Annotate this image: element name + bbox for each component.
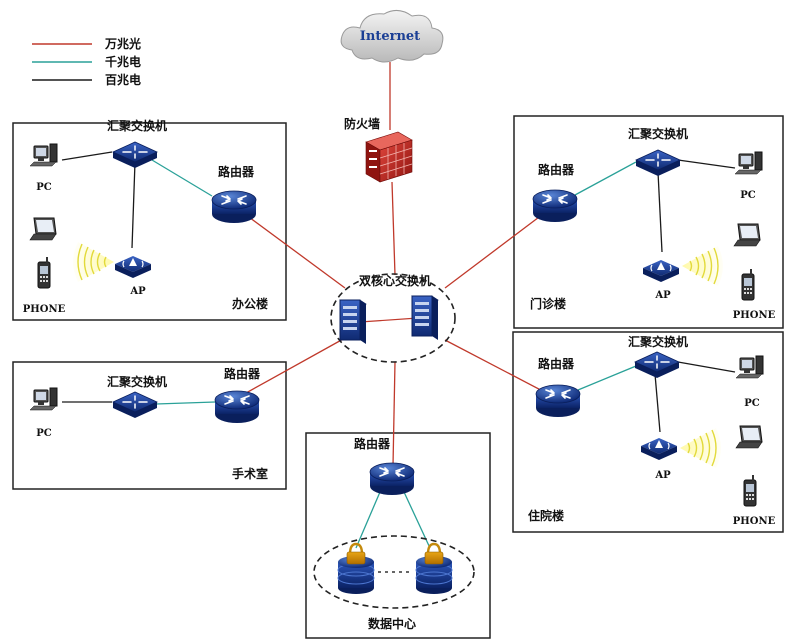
switch-icon — [635, 149, 681, 177]
pc-icon — [734, 151, 763, 175]
switch-icon — [112, 391, 158, 419]
inpatient-area-label: 住院楼 — [528, 508, 564, 523]
link-core-outpatient-router — [444, 204, 556, 289]
data-center: 路由器 数据中心 — [313, 436, 475, 631]
office-area-label: 办公楼 — [232, 296, 268, 311]
inpatient-building: 汇聚交换机 路由器 PC AP PHONE 住院楼 — [528, 334, 776, 527]
server-icon — [411, 295, 439, 341]
legend-label-10g-fiber: 万兆光 — [104, 36, 141, 51]
cloud-icon — [340, 10, 444, 63]
outpatient-pc-label: PC — [740, 190, 756, 201]
link-firewall-core — [391, 181, 396, 276]
link-inpatient-switch-pc — [677, 361, 736, 373]
switch-icon — [634, 351, 680, 379]
office-router-label: 路由器 — [218, 164, 255, 179]
internet-cloud: Internet — [340, 10, 444, 63]
office-phone-label: PHONE — [23, 304, 66, 315]
legend-label-1g-copper: 千兆电 — [105, 54, 141, 69]
link-core-surgery-router — [236, 337, 346, 399]
ap-icon — [640, 437, 678, 461]
phone-icon — [741, 268, 755, 301]
outpatient-router-label: 路由器 — [538, 162, 575, 177]
firewall-icon — [365, 131, 413, 183]
link-office-switch-router — [151, 159, 213, 197]
laptop-icon — [735, 425, 763, 449]
inpatient-ap-label: AP — [654, 470, 671, 481]
router-icon — [214, 390, 260, 424]
inpatient-phone-label: PHONE — [733, 516, 776, 527]
wireless-waves-icon — [681, 245, 724, 287]
laptop-icon — [733, 223, 761, 247]
surgery-router-label: 路由器 — [224, 366, 261, 381]
outpatient-building-box — [513, 115, 784, 329]
link-datacenter-router-db-left — [355, 491, 381, 549]
router-icon — [535, 384, 581, 418]
phone-icon — [743, 474, 757, 507]
ap-icon — [114, 255, 152, 279]
link-core-datacenter-router — [392, 361, 396, 467]
ap-icon — [642, 259, 680, 283]
outpatient-ap-label: AP — [654, 290, 671, 301]
surgery-area-label: 手术室 — [232, 466, 268, 481]
link-outpatient-switch-ap — [657, 171, 663, 253]
outpatient-building: 汇聚交换机 路由器 PC AP PHONE 门诊楼 — [530, 126, 776, 321]
link-core-office-router — [233, 205, 346, 289]
outpatient-area-label: 门诊楼 — [530, 296, 566, 311]
link-office-pc-switch — [61, 151, 113, 161]
office-agg-switch-label: 汇聚交换机 — [107, 118, 167, 133]
core-switch-group: 双核心交换机 — [330, 273, 456, 363]
data-center-box — [305, 432, 491, 639]
link-surgery-switch-router — [155, 401, 216, 405]
firewall-label: 防火墙 — [344, 116, 380, 131]
surgery-pc-label: PC — [36, 428, 52, 439]
outpatient-agg-switch-label: 汇聚交换机 — [628, 126, 688, 141]
wireless-waves-icon — [72, 241, 115, 283]
server-icon — [339, 299, 367, 345]
office-building-box — [12, 122, 287, 321]
pc-icon — [29, 387, 58, 411]
link-inpatient-switch-ap — [654, 373, 661, 433]
switch-icon — [112, 141, 158, 169]
outpatient-phone-label: PHONE — [733, 310, 776, 321]
database-icon — [414, 542, 454, 596]
office-ap-label: AP — [129, 286, 146, 297]
link-core-inpatient-router — [444, 339, 557, 399]
link-outpatient-router-switch — [574, 161, 637, 196]
router-icon — [211, 190, 257, 224]
inpatient-pc-label: PC — [744, 398, 760, 409]
phone-icon — [37, 256, 51, 289]
firewall: 防火墙 — [344, 116, 413, 183]
router-icon — [532, 189, 578, 223]
surgery-room: 汇聚交换机 路由器 PC 手术室 — [29, 366, 268, 481]
datacenter-area-label: 数据中心 — [368, 616, 416, 631]
router-icon — [369, 462, 415, 496]
datacenter-dashed-ellipse — [313, 535, 475, 609]
link-office-switch-ap — [131, 161, 136, 249]
pc-icon — [29, 143, 58, 167]
core-switch-dashed-ellipse — [330, 273, 456, 363]
surgery-agg-switch-label: 汇聚交换机 — [107, 374, 167, 389]
office-pc-label: PC — [36, 182, 52, 193]
laptop-icon — [29, 217, 57, 241]
inpatient-router-label: 路由器 — [538, 356, 575, 371]
link-outpatient-switch-pc — [677, 159, 736, 169]
legend-label-100m-copper: 百兆电 — [105, 72, 141, 87]
internet-label: Internet — [360, 29, 420, 44]
inpatient-building-box — [512, 331, 784, 533]
link-core-servers — [359, 317, 419, 323]
core-switch-label: 双核心交换机 — [359, 273, 431, 288]
pc-icon — [735, 355, 764, 379]
inpatient-agg-switch-label: 汇聚交换机 — [628, 334, 688, 349]
database-icon — [336, 542, 376, 596]
legend: 万兆光 千兆电 百兆电 — [32, 36, 141, 87]
link-inpatient-router-switch — [577, 365, 637, 391]
wireless-waves-icon — [679, 427, 722, 469]
datacenter-router-label: 路由器 — [354, 436, 391, 451]
backbone-links — [233, 62, 557, 467]
office-building: 汇聚交换机 路由器 PC AP PHONE 办公楼 — [23, 118, 268, 315]
surgery-room-box — [12, 361, 287, 490]
